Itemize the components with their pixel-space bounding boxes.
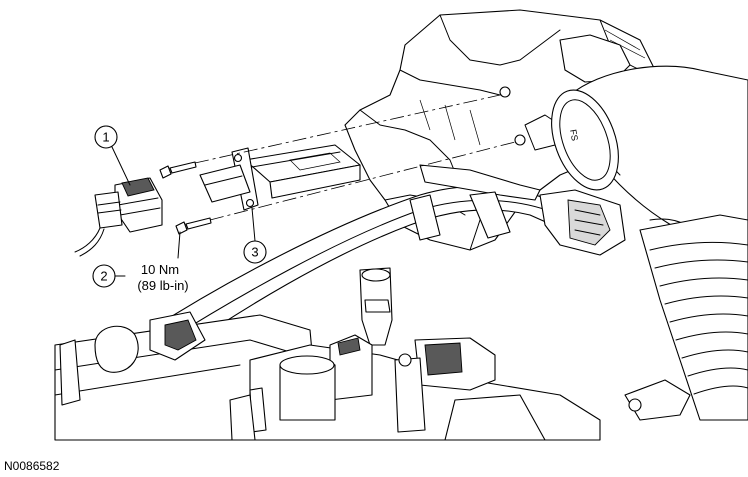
part-marking: FS — [568, 129, 580, 142]
figure-id: N0086582 — [4, 459, 60, 473]
screws — [159, 161, 212, 235]
corrugated-hose — [624, 214, 748, 421]
callout-2: 2 — [92, 231, 181, 288]
throttle-body-area — [229, 267, 601, 441]
wiring-harness — [149, 164, 626, 356]
callout-1-number: 1 — [102, 130, 109, 145]
intake-air-hose — [551, 65, 748, 283]
maf-sensor — [199, 144, 361, 211]
torque-spec-imperial: (89 lb-in) — [137, 278, 188, 293]
upper-screw — [159, 161, 197, 179]
torque-spec-metric: 10 Nm — [141, 262, 179, 277]
callout-3-number: 3 — [251, 245, 258, 260]
air-cleaner-housing — [344, 9, 656, 251]
callout-3: 3 — [243, 207, 267, 264]
lower-screw — [175, 217, 212, 235]
maf-electrical-connector — [74, 177, 163, 257]
callout-2-number: 2 — [100, 269, 107, 284]
callout-1: 1 — [94, 125, 131, 186]
installation-center-lines — [194, 94, 516, 221]
